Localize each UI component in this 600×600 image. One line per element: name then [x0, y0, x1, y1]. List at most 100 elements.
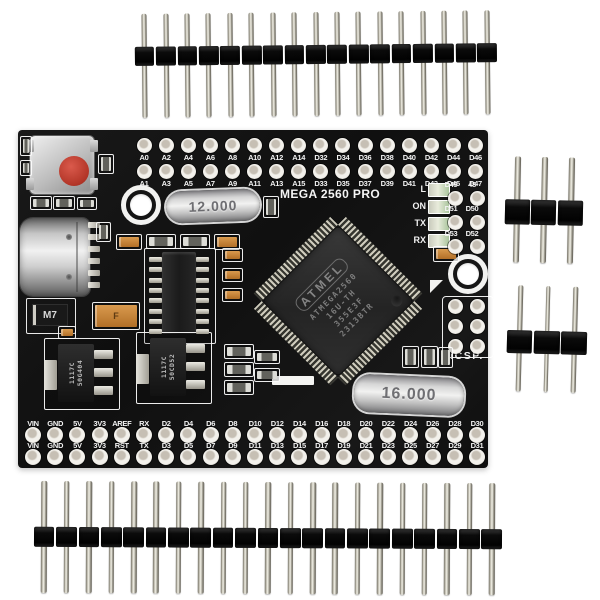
chip-pad — [196, 318, 209, 324]
pin-label: 3V3 — [93, 419, 106, 428]
chip-pad — [149, 298, 162, 304]
crystal-12mhz: 12.000 — [165, 188, 261, 224]
pin-hole — [423, 163, 439, 179]
pin-hole — [357, 163, 373, 179]
pin-label: A9 — [227, 179, 237, 188]
pin-label: D12 — [270, 419, 284, 428]
regulator-lead — [186, 380, 205, 389]
regulator-lead — [94, 368, 113, 377]
pin1-triangle-marker — [430, 280, 443, 293]
smd-component — [20, 160, 32, 176]
pin-hole — [202, 137, 218, 153]
diode-label: M7 — [43, 309, 57, 321]
pin-hole — [180, 163, 196, 179]
pin-hole — [335, 449, 352, 465]
pin-label: D32 — [314, 153, 328, 162]
header-housing-segment — [235, 527, 256, 548]
regulator-line2: 50CD52 — [167, 353, 176, 381]
chip-pad — [196, 257, 209, 262]
header-housing-segment — [327, 44, 348, 64]
usb-serial-chip — [162, 252, 196, 334]
pin-label: D45 — [446, 179, 460, 188]
regulator-lead — [94, 350, 113, 359]
pin-label: TX — [139, 441, 149, 450]
diode-silkscreen-box — [26, 298, 76, 334]
pin-label: D53 — [444, 229, 458, 238]
pin-hole — [158, 163, 174, 179]
chip-pad — [149, 277, 162, 283]
pin-hole — [469, 298, 485, 314]
led-label-tx: TX — [414, 218, 426, 228]
smd-component — [20, 136, 32, 156]
capacitor-silkscreen-box: F — [92, 302, 140, 330]
pin-label: D51 — [444, 204, 458, 213]
pin-hole — [113, 449, 130, 465]
pin-hole — [447, 214, 463, 230]
smd-capacitor — [225, 251, 240, 259]
chip-pad — [149, 257, 162, 262]
header-housing-segment — [123, 527, 145, 548]
smd-component — [402, 346, 419, 368]
pin-hole — [424, 427, 441, 443]
top-pin-header-strip — [133, 10, 498, 118]
header-housing-segment — [557, 200, 584, 226]
pin-label: D10 — [248, 419, 262, 428]
pin-label: D5 — [183, 441, 193, 450]
led-on — [428, 200, 450, 214]
header-housing-segment — [190, 527, 212, 548]
pin-label: 48 — [468, 180, 476, 189]
chip-pad — [196, 277, 209, 283]
pin-hole — [380, 427, 397, 443]
pin-hole — [25, 449, 41, 465]
regulator-tab — [136, 354, 149, 384]
pin-label: A3 — [161, 179, 171, 188]
pin-label: D38 — [380, 153, 394, 162]
pin-label: D9 — [228, 441, 238, 450]
crystal-16mhz: 16.000 — [353, 373, 465, 417]
pin-hole — [247, 449, 263, 465]
pin-hole — [313, 137, 329, 153]
side-pin-header-lower — [505, 285, 590, 393]
pin-label: A7 — [205, 179, 215, 188]
reset-button-tab — [26, 178, 34, 190]
smd-component — [438, 347, 453, 368]
pin-hole — [424, 449, 441, 465]
pin-hole — [291, 449, 308, 465]
pin-label: D19 — [337, 441, 351, 450]
voltage-regulator-2: 1117C 50CD52 — [150, 338, 186, 396]
smd-resistor — [257, 371, 277, 379]
smd-component — [254, 368, 280, 382]
pin-hole — [380, 449, 397, 465]
smd-component — [254, 350, 280, 364]
pin-hole — [379, 163, 395, 179]
smd-resistor — [80, 200, 94, 207]
header-housing-segment — [220, 45, 241, 66]
smd-component — [421, 346, 438, 368]
tantalum-capacitor: F — [95, 305, 137, 327]
smd-resistor — [257, 353, 277, 361]
pin-label: D11 — [248, 441, 262, 450]
pin-hole — [469, 449, 485, 465]
pin-hole — [468, 137, 483, 153]
chip-pad — [149, 267, 162, 273]
pin-hole — [291, 427, 308, 443]
pin-label: A14 — [292, 153, 306, 162]
pin-label: D20 — [359, 419, 373, 428]
header-housing-segment — [436, 528, 458, 549]
pin-label: D7 — [206, 441, 216, 450]
voltage-regulator-1: 1117C 50G404 — [58, 344, 94, 402]
smd-component — [180, 234, 210, 249]
pin-label: A0 — [139, 153, 149, 162]
smd-capacitor — [61, 329, 73, 336]
pin-hole — [469, 338, 485, 354]
capacitor-label: F — [113, 311, 119, 321]
pin-label: A15 — [292, 179, 306, 188]
reset-button-cap — [59, 156, 89, 186]
pin-hole — [357, 137, 373, 153]
reset-button-tab — [90, 140, 98, 152]
pin-hole — [358, 427, 374, 443]
header-housing-segment — [369, 44, 390, 64]
smd-resistor — [227, 365, 251, 374]
pin-hole — [358, 449, 374, 465]
pin-hole — [402, 449, 419, 465]
